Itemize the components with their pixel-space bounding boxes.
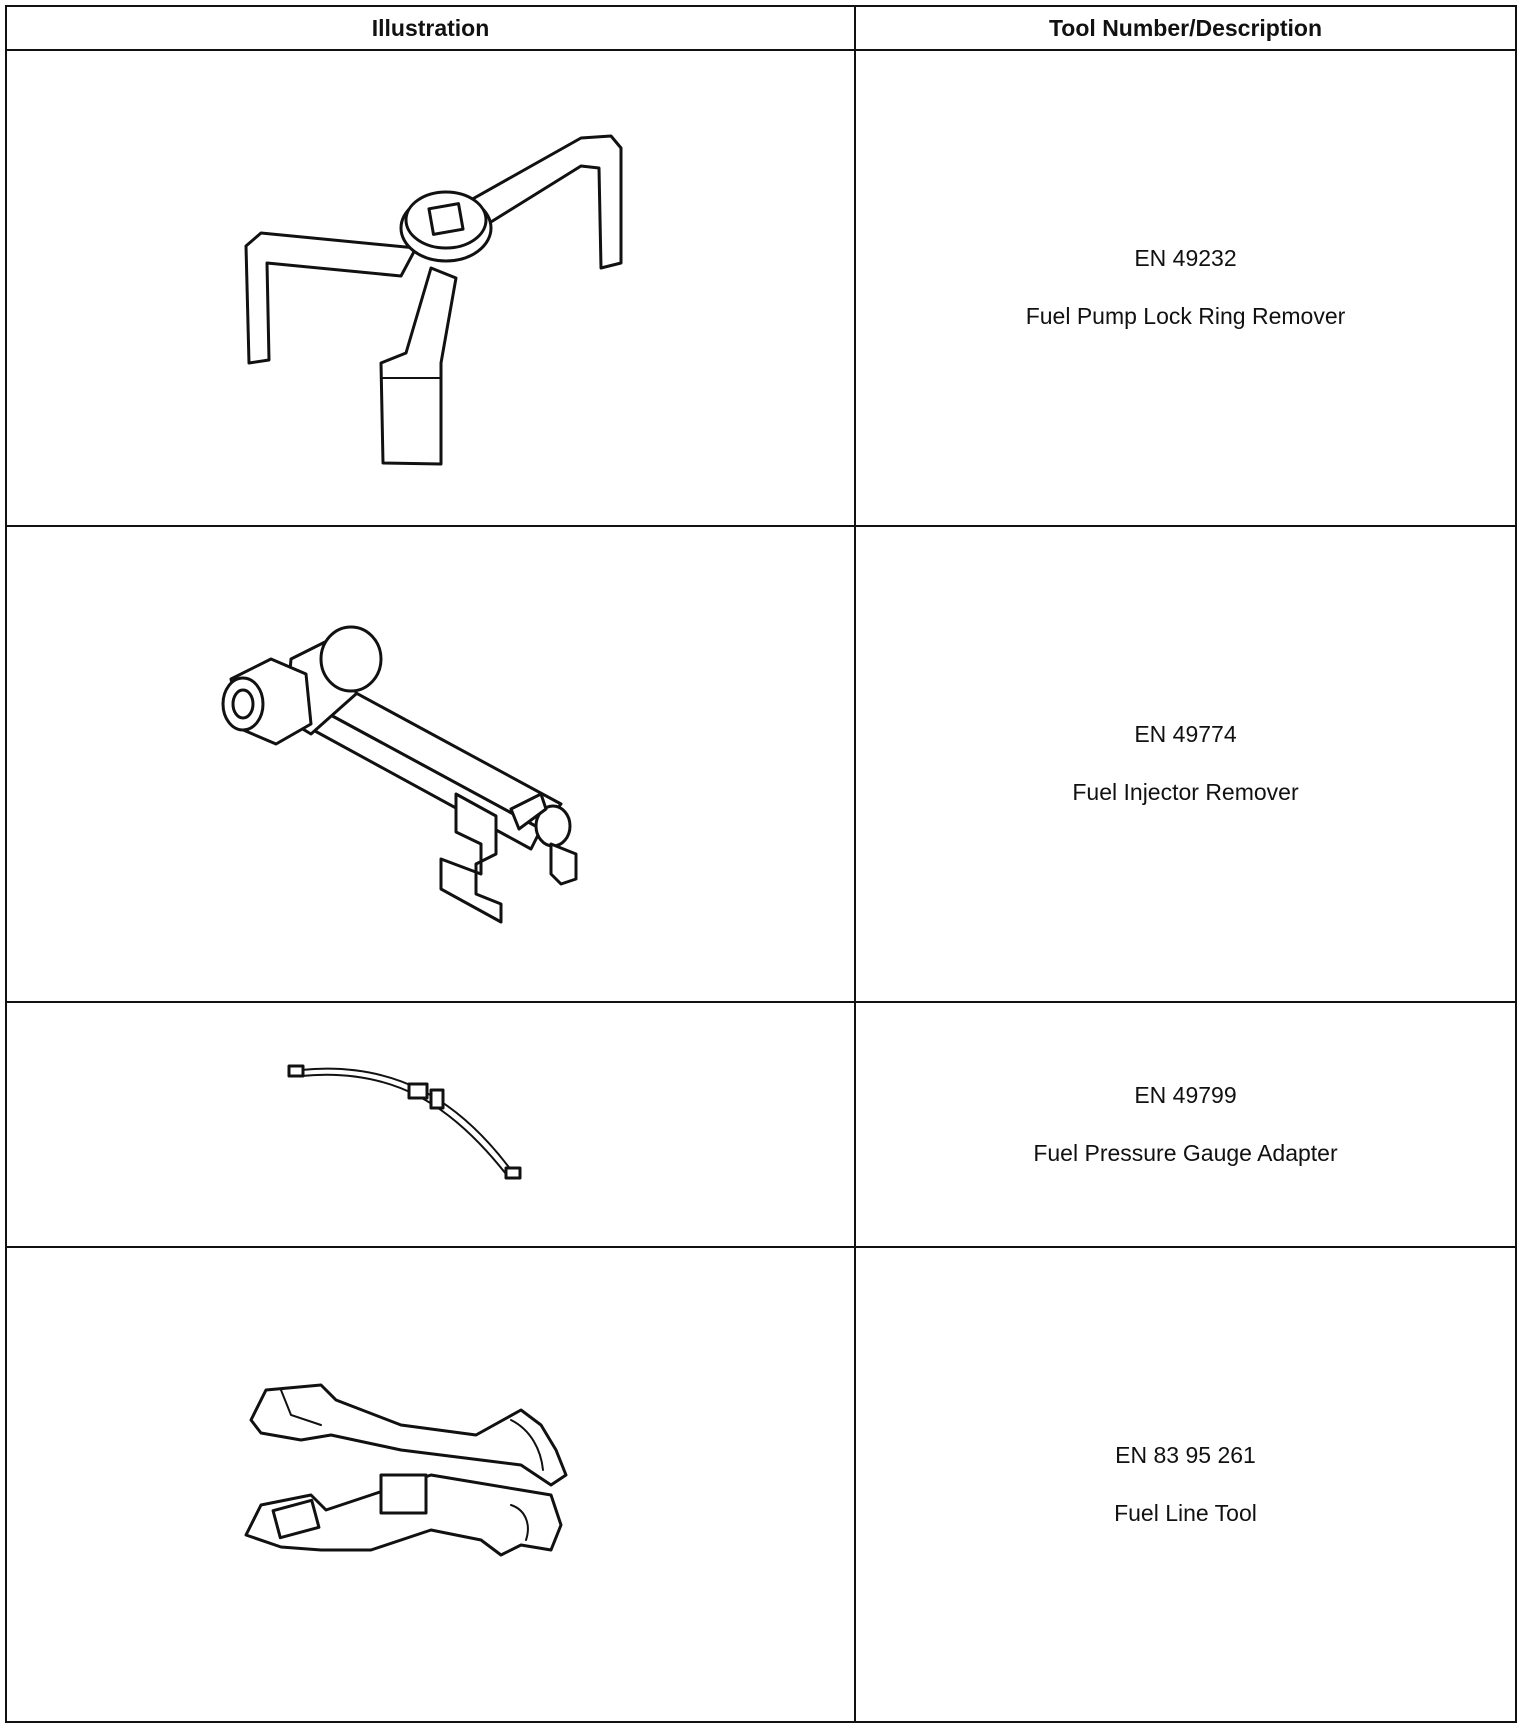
gauge-adapter-illustration xyxy=(287,1064,521,1179)
description-cell: EN 49774 Fuel Injector Remover xyxy=(854,525,1517,1003)
tool-description: Fuel Injector Remover xyxy=(1072,779,1299,805)
tool-description: Fuel Line Tool xyxy=(1114,1499,1257,1526)
illustration-cell xyxy=(5,525,856,1003)
tool-number: EN 83 95 261 xyxy=(1115,1441,1256,1468)
description-cell: EN 83 95 261 Fuel Line Tool xyxy=(854,1246,1517,1723)
illustration-cell xyxy=(5,1246,856,1723)
description-cell: EN 49232 Fuel Pump Lock Ring Remover xyxy=(854,49,1517,527)
tool-table: Illustration Tool Number/Description xyxy=(5,5,1517,1723)
tool-number: EN 49232 xyxy=(1134,245,1237,272)
tool-number: EN 49799 xyxy=(1134,1081,1237,1108)
table-row: EN 83 95 261 Fuel Line Tool xyxy=(5,1246,1517,1723)
tool-description: Fuel Pressure Gauge Adapter xyxy=(1033,1139,1338,1166)
header-illustration: Illustration xyxy=(5,5,856,51)
table-row: EN 49799 Fuel Pressure Gauge Adapter xyxy=(5,1001,1517,1248)
illustration-cell xyxy=(5,49,856,527)
header-description: Tool Number/Description xyxy=(854,5,1517,51)
tool-description: Fuel Pump Lock Ring Remover xyxy=(1025,303,1346,329)
injector-remover-illustration xyxy=(221,625,577,924)
illustration-cell xyxy=(5,1001,856,1248)
header-row: Illustration Tool Number/Description xyxy=(5,5,1517,51)
table-row: EN 49774 Fuel Injector Remover xyxy=(5,525,1517,1003)
fuel-line-tool-illustration xyxy=(244,1383,567,1556)
table-row: EN 49232 Fuel Pump Lock Ring Remover xyxy=(5,49,1517,527)
description-cell: EN 49799 Fuel Pressure Gauge Adapter xyxy=(854,1001,1517,1248)
lock-ring-remover-illustration xyxy=(244,134,622,466)
tool-number: EN 49774 xyxy=(1134,721,1237,748)
